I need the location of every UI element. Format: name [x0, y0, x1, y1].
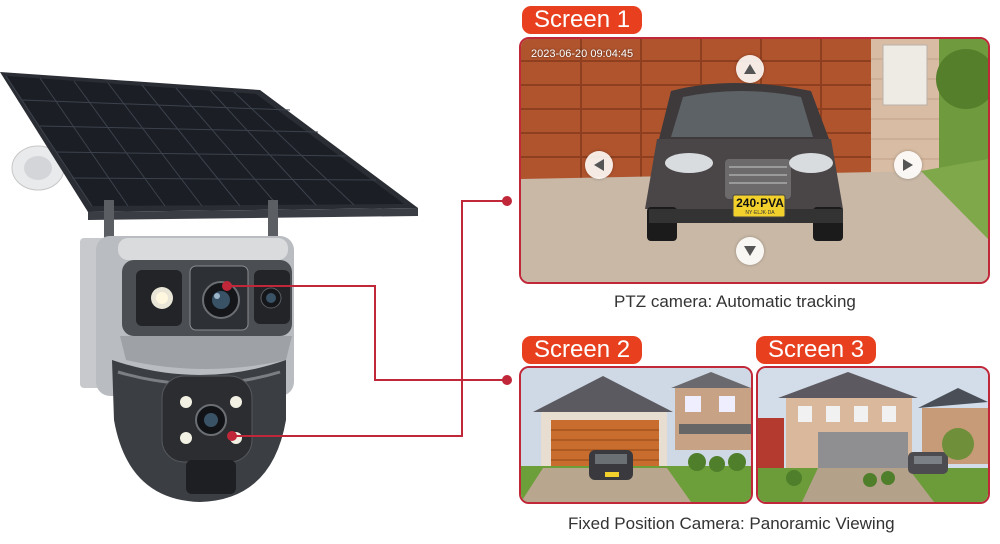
screen-2-tag: Screen 2 — [522, 336, 643, 364]
arrow-down-icon[interactable] — [736, 237, 764, 265]
upper-camera-housing — [80, 236, 294, 396]
ptz-caption: PTZ camera: Automatic tracking — [614, 292, 856, 311]
screen-3-view — [756, 366, 990, 504]
license-plate-subtext: NY·ELJK·DA — [745, 210, 775, 216]
arrow-left-icon[interactable] — [585, 151, 613, 179]
timestamp: 2023-06-20 09:04:45 — [531, 48, 634, 60]
house-scene-fixed — [521, 368, 751, 502]
screen-2-view — [519, 366, 753, 504]
screen-3-tag: Screen 3 — [756, 336, 877, 364]
screen-1-view: 2023-06-20 09:04:45 240·PVA NY·ELJK·DA — [519, 37, 990, 284]
fixed-camera-caption: Fixed Position Camera: Panoramic Viewing — [568, 514, 895, 533]
arrow-right-icon[interactable] — [894, 151, 922, 179]
solar-panel — [0, 72, 418, 220]
driveway-car-scene — [521, 39, 988, 282]
ptz-camera-dome — [112, 360, 286, 502]
house-scene-wide — [758, 368, 988, 502]
license-plate-text: 240·PVA — [736, 196, 784, 210]
wall-mount-bracket — [11, 145, 65, 191]
screen-1-tag: Screen 1 — [522, 6, 643, 34]
car — [645, 83, 843, 241]
arrow-up-icon[interactable] — [736, 55, 764, 83]
solar-camera-product — [0, 72, 418, 502]
